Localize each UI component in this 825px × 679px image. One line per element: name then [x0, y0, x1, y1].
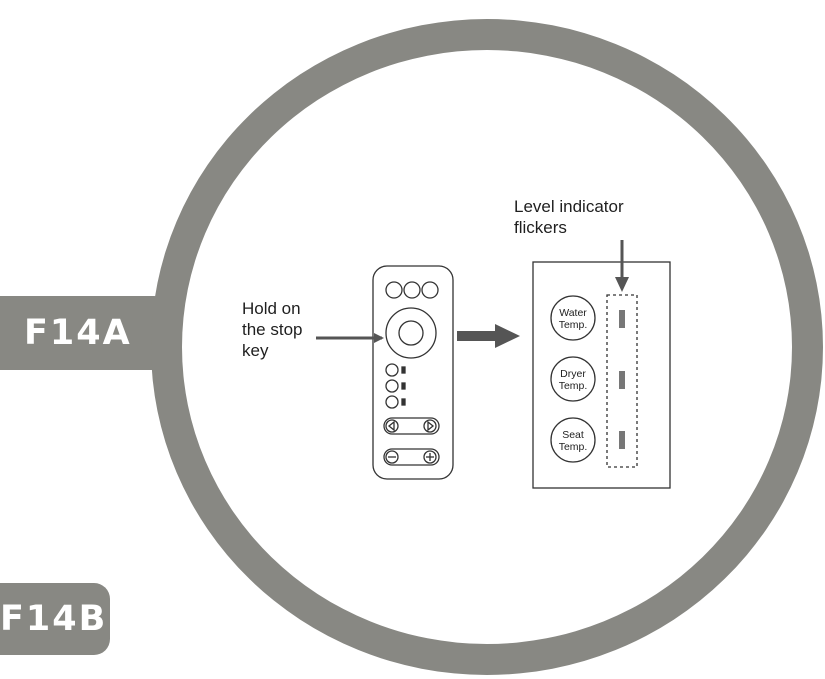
remote-small-indicator	[401, 382, 406, 390]
level-indicator-seat	[619, 431, 625, 449]
step-tab-f14b-label: F14B	[0, 599, 108, 639]
minus-icon	[385, 450, 399, 464]
panel-button-seat-label: Seat Temp.	[558, 429, 588, 453]
remote-top-button	[385, 281, 403, 299]
panel-button-dryer-label: Dryer Temp.	[558, 368, 588, 392]
right-arrow-icon	[423, 419, 437, 433]
remote-body	[372, 265, 454, 480]
remote-arrow-bar	[383, 417, 440, 435]
step-tab-f14a-label: F14A	[24, 313, 132, 353]
remote-stop-key	[398, 320, 424, 346]
remote-small-button	[385, 395, 399, 409]
step-tab-f14b: F14B	[0, 583, 110, 655]
remote-top-button	[403, 281, 421, 299]
level-indicator-label: Level indicator flickers	[514, 197, 624, 237]
detail-circle	[151, 19, 823, 675]
level-indicator-water	[619, 310, 625, 328]
step-tab-f14a: F14A	[0, 296, 170, 370]
control-panel	[532, 261, 671, 489]
indicator-dashed-box	[606, 294, 638, 468]
remote-small-indicator	[401, 366, 406, 374]
right-arrow-glyph	[427, 420, 435, 432]
remote-small-button	[385, 379, 399, 393]
panel-button-seat	[550, 417, 596, 463]
plus-icon	[423, 450, 437, 464]
remote-small-indicator	[401, 398, 406, 406]
remote-plusminus-bar	[383, 448, 440, 466]
remote-top-button	[421, 281, 439, 299]
arrow-down-icon	[615, 240, 629, 292]
remote-control	[372, 265, 454, 480]
panel-body	[532, 261, 671, 489]
left-arrow-icon	[385, 419, 399, 433]
hold-stop-label: Hold on the stop key	[242, 299, 303, 360]
left-arrow-glyph	[387, 420, 395, 432]
panel-button-dryer	[550, 356, 596, 402]
arrow-right-icon	[457, 324, 520, 348]
remote-small-button	[385, 363, 399, 377]
panel-button-water-label: Water Temp.	[558, 307, 588, 331]
level-indicator-dryer	[619, 371, 625, 389]
remote-stop-ring	[385, 307, 437, 359]
panel-button-water	[550, 295, 596, 341]
